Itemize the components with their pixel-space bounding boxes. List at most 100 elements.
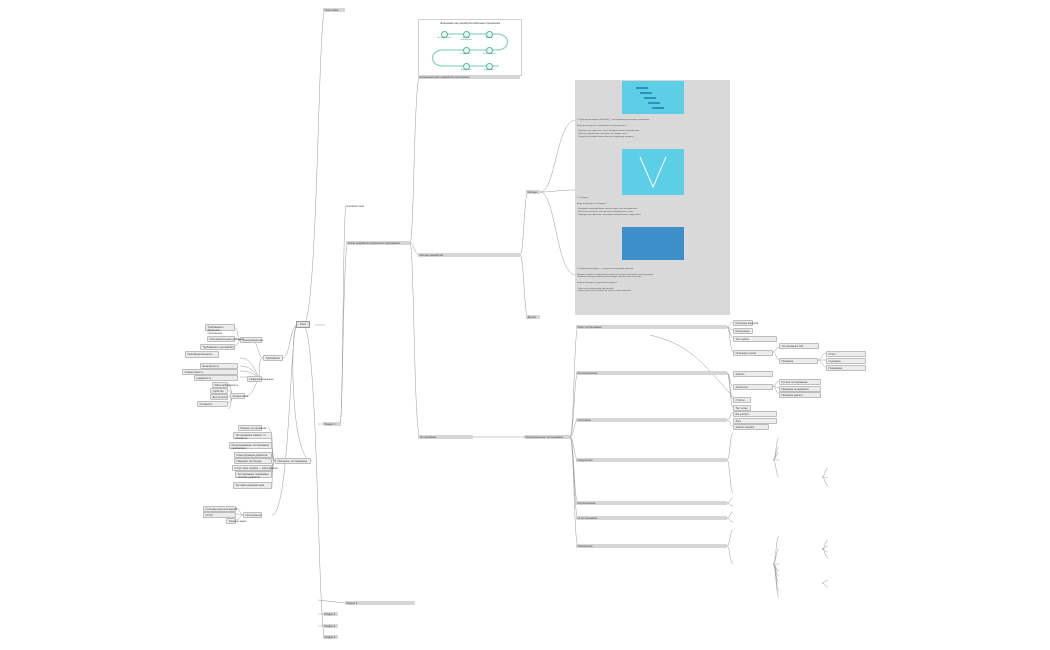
lifecycle-caption-text: Жизненный цикл разработки приложения bbox=[420, 76, 470, 79]
left-cluster2-item-label: Отсутствие ошибок — заблуждение bbox=[235, 467, 278, 470]
testing-leaf-label: Ручное тестирование bbox=[782, 381, 808, 384]
stage-label: Анализ требований bbox=[457, 37, 475, 41]
testing-leaf[interactable]: Автотесты bbox=[733, 384, 773, 390]
left-cluster-c-label: Ограничения bbox=[233, 395, 249, 398]
left-cluster-item[interactable]: Требования к интерфейсу bbox=[200, 344, 235, 350]
left-cluster2-item-label: Тестирование показывает наличие дефектов bbox=[238, 473, 269, 479]
testing-leaf-label: Проверка bbox=[782, 360, 794, 363]
testing-leaf[interactable]: Ручное тестирование bbox=[779, 379, 821, 385]
left-cluster2-item-label: Раннее тестирование bbox=[241, 427, 267, 430]
testing-hub-node[interactable]: Функциональное тестирование bbox=[524, 435, 570, 439]
method-panel-vmodel[interactable]: 2. V-модель Когда используется V-модель?… bbox=[575, 148, 730, 225]
testing-branch-5[interactable]: Регрессионное bbox=[576, 501, 727, 505]
bottom-section-2[interactable]: Раздел 3 bbox=[323, 612, 338, 616]
left-cluster-b-label: Нефункциональные bbox=[250, 378, 274, 381]
testing-leaf-label: Интеграция bbox=[736, 330, 750, 333]
section-dev-label: Этапы разработки мобильного приложения bbox=[348, 242, 400, 245]
testing-branch-1[interactable]: Юнит-тестирование bbox=[576, 325, 727, 329]
left-cluster2-item-label: Кластеризация дефектов bbox=[237, 454, 268, 457]
side-label-text: Основная тема bbox=[346, 205, 364, 208]
testing-branch-6[interactable]: UI-тестирование bbox=[576, 516, 727, 520]
testing-leaf[interactable]: Тест-кейсы bbox=[733, 336, 777, 342]
section-methods-node[interactable]: Методы разработки bbox=[418, 253, 520, 257]
testing-leaf[interactable]: Отчёты bbox=[733, 397, 751, 403]
bottom-section-1-label: Раздел 2 bbox=[347, 602, 358, 605]
left-cluster2-item[interactable]: Тестирование зависит от контекста bbox=[233, 432, 272, 439]
testing-branch-3[interactable]: Системное bbox=[576, 418, 727, 422]
left-cluster2-item-label: Тестирование зависит от контекста bbox=[236, 434, 266, 440]
left-cluster-item-label: Масштабируемость bbox=[215, 384, 239, 387]
root-node[interactable]: Тест bbox=[296, 321, 310, 328]
left-cluster-item[interactable]: Доступность bbox=[210, 394, 228, 400]
testing-leaf-label: Автотесты bbox=[736, 386, 749, 389]
left-cluster-item[interactable]: Требования к функциям приложения bbox=[205, 324, 235, 331]
testing-leaf[interactable]: Проверка данных bbox=[779, 392, 821, 398]
waterfall-graphic bbox=[622, 81, 684, 114]
methods-other-label: Другие bbox=[528, 316, 536, 319]
testing-leaf[interactable]: Тестирование API bbox=[779, 343, 819, 349]
left-cluster-item[interactable]: Пользовательские сценарии bbox=[207, 336, 235, 342]
methods-other-node[interactable]: Другие bbox=[526, 315, 540, 319]
left-cluster2-item-label: Парадокс пестицида bbox=[237, 460, 262, 463]
left-cluster2-item[interactable]: Тестирование показывает наличие дефектов bbox=[235, 471, 272, 478]
testing-hub-label: Функциональное тестирование bbox=[526, 436, 564, 439]
lifecycle-image: Жизненный цикл разработки мобильного при… bbox=[418, 19, 522, 76]
section-dev-node[interactable]: Этапы разработки мобильного приложения bbox=[346, 241, 410, 245]
left-cluster-hub-label: Требования bbox=[266, 357, 280, 360]
vmodel-image bbox=[622, 149, 684, 195]
testing-leaf[interactable]: Анализ bbox=[733, 371, 773, 377]
left-cluster2-item[interactable]: Раннее тестирование bbox=[238, 425, 262, 431]
left-cluster2-item[interactable]: Исчерпывающее тестирование невозможно bbox=[229, 442, 272, 449]
side-label-node[interactable]: Основная тема bbox=[344, 204, 365, 208]
top-item-node[interactable]: Подготовка bbox=[323, 8, 345, 12]
lifecycle-caption[interactable]: Жизненный цикл разработки приложения bbox=[418, 75, 520, 79]
testing-leaf[interactable]: Интеграция bbox=[733, 328, 753, 334]
left-cluster-item-label: Производительность bbox=[188, 353, 213, 356]
testing-leaf-label: Проверка данных bbox=[782, 394, 803, 397]
iterative-image bbox=[622, 227, 684, 260]
section-testing-node[interactable]: Тестирование bbox=[418, 435, 473, 439]
left-cluster-b[interactable]: Нефункциональные bbox=[247, 376, 262, 382]
testing-leaf-label: Тест-план bbox=[736, 407, 748, 410]
left-cluster-item[interactable]: Надёжность bbox=[194, 375, 238, 381]
left-cluster2-item-label: Исчерпывающее тестирование невозможно bbox=[232, 444, 270, 450]
testing-leaf[interactable]: Поддержка bbox=[826, 365, 866, 371]
waterfall-text: 1. Водопадная модель (Waterfall) — после… bbox=[577, 119, 649, 139]
section-testing-label: Тестирование bbox=[420, 436, 437, 439]
method-panel-iterative[interactable]: 3. Итеративная модель — разработка корот… bbox=[575, 225, 730, 315]
testing-leaf[interactable]: Проверка bbox=[779, 358, 818, 364]
left-cluster2-hub[interactable]: Принципы тестирования bbox=[275, 458, 311, 464]
testing-leaf[interactable]: Отчёт bbox=[826, 351, 866, 357]
bottom-section-4[interactable]: Раздел 5 bbox=[323, 635, 338, 639]
testing-leaf[interactable]: Сценарии bbox=[826, 358, 866, 364]
section-main-node[interactable]: Раздел 1 bbox=[323, 422, 341, 426]
left-cluster2-item[interactable]: Парадокс пестицида bbox=[234, 458, 272, 464]
testing-branch-4[interactable]: Нагрузочное bbox=[576, 458, 727, 462]
testing-branch-7[interactable]: Приёмочное bbox=[576, 544, 727, 548]
bottom-section-1[interactable]: Раздел 2 bbox=[345, 601, 415, 605]
testing-branch-2[interactable]: Интеграционное bbox=[576, 371, 727, 375]
left-cluster-c[interactable]: Ограничения bbox=[230, 393, 245, 399]
left-cluster2-hub-label: Принципы тестирования bbox=[278, 460, 308, 463]
testing-leaf[interactable]: Проверка модулей bbox=[733, 320, 753, 326]
left-cluster-item[interactable]: Стоимость bbox=[197, 401, 228, 407]
methods-left-node[interactable]: Методы bbox=[526, 190, 540, 194]
left-cluster-item[interactable]: Производительность bbox=[185, 351, 219, 358]
left-cluster2-item[interactable]: Тестовая документация bbox=[233, 482, 272, 489]
stage-label: Поддержка bbox=[480, 69, 498, 71]
testing-branch-label: Нагрузочное bbox=[578, 459, 593, 462]
bottom-section-2-label: Раздел 3 bbox=[325, 613, 336, 616]
testing-leaf-label: Проверка интерфейса bbox=[782, 388, 809, 391]
left-cluster-hub[interactable]: Требования bbox=[263, 355, 283, 361]
section-main-label: Раздел 1 bbox=[325, 423, 336, 426]
bottom-section-3[interactable]: Раздел 4 bbox=[323, 624, 338, 628]
testing-leaf[interactable]: Баг-репорт bbox=[733, 411, 777, 417]
testing-leaf[interactable]: Анализ ошибок bbox=[733, 424, 769, 430]
testing-leaf[interactable]: Описание тестов bbox=[733, 350, 773, 356]
left-cluster3-hub[interactable]: Инструменты bbox=[243, 512, 262, 518]
method-panel-waterfall[interactable]: 1. Водопадная модель (Waterfall) — после… bbox=[575, 80, 730, 148]
left-cluster3-item[interactable]: Трекеры задач bbox=[226, 518, 236, 524]
waterfall-image bbox=[622, 81, 684, 114]
testing-branch-label: UI-тестирование bbox=[578, 517, 598, 520]
